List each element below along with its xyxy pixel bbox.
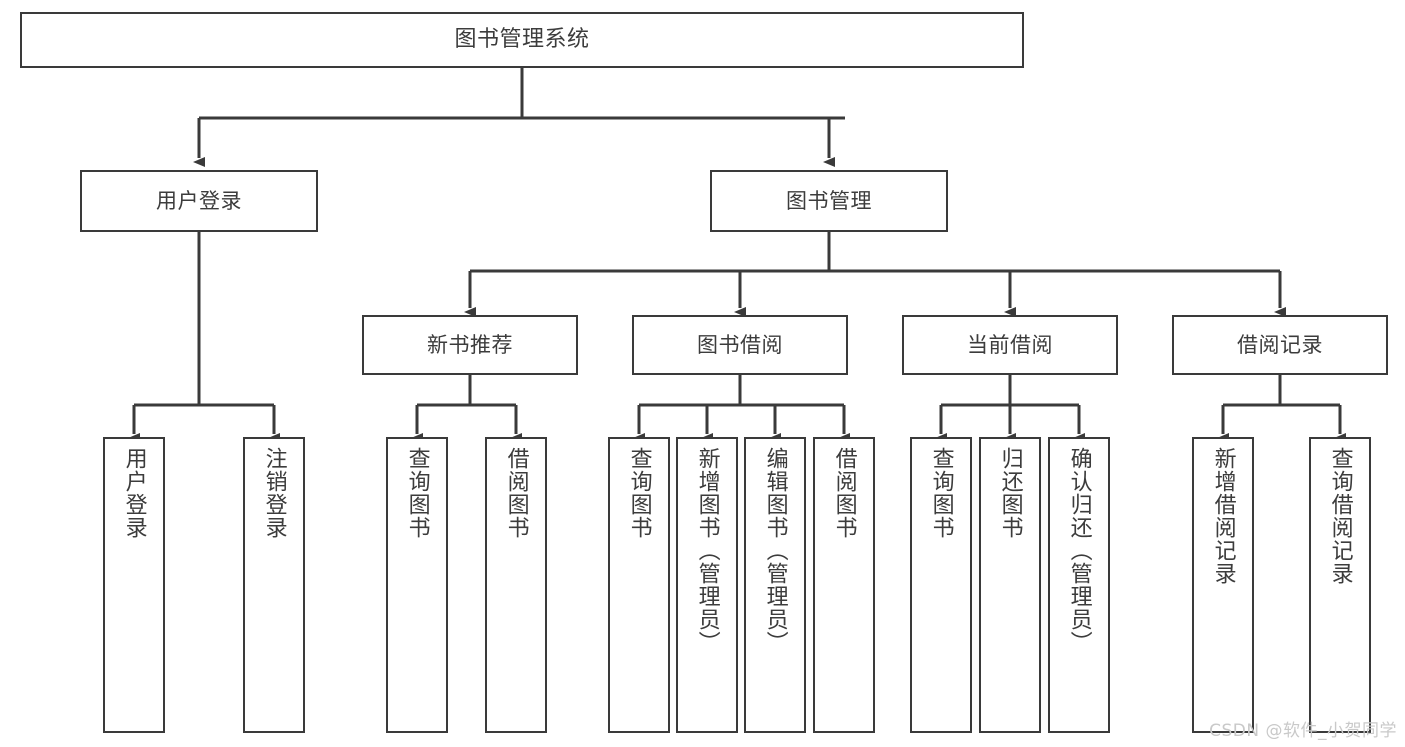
leaf-confirm-return-admin[interactable]: 确认归还（管理员） <box>1048 437 1110 733</box>
node-label: 新增借阅记录 <box>1210 447 1236 585</box>
node-label: 查询图书 <box>626 447 652 539</box>
node-root-system[interactable]: 图书管理系统 <box>20 12 1024 68</box>
leaf-add-book-admin[interactable]: 新增图书（管理员） <box>676 437 738 733</box>
node-label: 查询图书 <box>928 447 954 539</box>
node-label: 图书管理系统 <box>454 27 590 53</box>
node-label: 编辑图书（管理员） <box>762 447 788 654</box>
node-user-login[interactable]: 用户登录 <box>80 170 318 232</box>
node-label: 归还图书 <box>997 447 1023 539</box>
node-label: 查询借阅记录 <box>1327 447 1353 585</box>
leaf-query-book-borrow[interactable]: 查询图书 <box>608 437 670 733</box>
node-book-management[interactable]: 图书管理 <box>710 170 948 232</box>
leaf-query-borrow-record[interactable]: 查询借阅记录 <box>1309 437 1371 733</box>
node-label: 图书借阅 <box>697 332 783 357</box>
leaf-borrow-book-recommend[interactable]: 借阅图书 <box>485 437 547 733</box>
node-label: 当前借阅 <box>967 332 1053 357</box>
node-label: 借阅图书 <box>831 447 857 539</box>
node-label: 借阅图书 <box>503 447 529 539</box>
node-label: 用户登录 <box>156 188 242 213</box>
node-book-borrow[interactable]: 图书借阅 <box>632 315 848 375</box>
node-label: 新增图书（管理员） <box>694 447 720 654</box>
leaf-borrow-book[interactable]: 借阅图书 <box>813 437 875 733</box>
leaf-return-book[interactable]: 归还图书 <box>979 437 1041 733</box>
node-label: 借阅记录 <box>1237 332 1323 357</box>
leaf-edit-book-admin[interactable]: 编辑图书（管理员） <box>744 437 806 733</box>
node-label: 确认归还（管理员） <box>1066 447 1092 654</box>
node-label: 新书推荐 <box>427 332 513 357</box>
node-label: 用户登录 <box>121 447 147 539</box>
leaf-add-borrow-record[interactable]: 新增借阅记录 <box>1192 437 1254 733</box>
node-label: 图书管理 <box>786 188 872 213</box>
node-current-borrow[interactable]: 当前借阅 <box>902 315 1118 375</box>
leaf-query-book-recommend[interactable]: 查询图书 <box>386 437 448 733</box>
leaf-logout-login[interactable]: 注销登录 <box>243 437 305 733</box>
leaf-user-login[interactable]: 用户登录 <box>103 437 165 733</box>
csdn-watermark: CSDN @软件_小贺同学 <box>1209 721 1397 741</box>
node-label: 注销登录 <box>261 447 287 539</box>
leaf-query-book-current[interactable]: 查询图书 <box>910 437 972 733</box>
node-borrow-record[interactable]: 借阅记录 <box>1172 315 1388 375</box>
node-label: 查询图书 <box>404 447 430 539</box>
node-new-book-recommend[interactable]: 新书推荐 <box>362 315 578 375</box>
